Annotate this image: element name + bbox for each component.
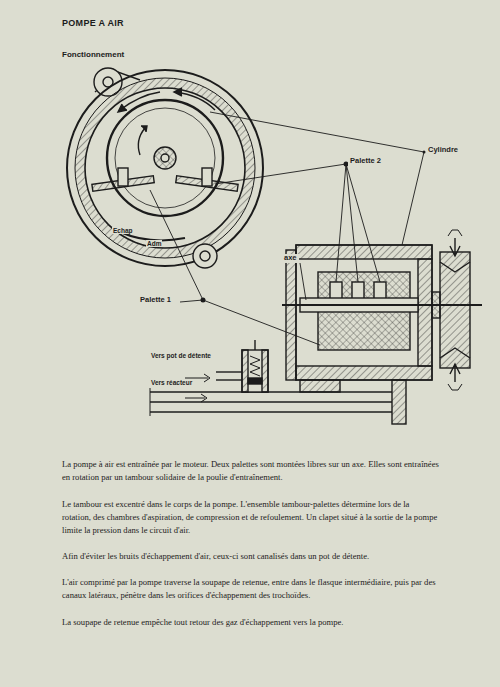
body-text: L'air comprimé par la pompe traverse la …: [62, 576, 440, 602]
part-label: axe: [282, 254, 299, 263]
port-label: Echap: [112, 227, 134, 234]
section-heading: Fonctionnement: [62, 50, 124, 59]
port-label: Adm: [146, 240, 162, 247]
body-text: Afin d'éviter les bruits d'échappement d…: [62, 550, 440, 563]
page-title: POMPE A AIR: [62, 18, 124, 28]
pipe-label: Vers réacteur: [150, 379, 194, 386]
body-text: La pompe à air est entraînée par le mote…: [62, 458, 440, 484]
body-text: La soupape de retenue empêche tout retou…: [62, 616, 440, 629]
pipe-label: Vers pot de détente: [150, 352, 216, 359]
part-label: Cylindre: [426, 146, 460, 155]
part-label: Palette 1: [138, 296, 173, 305]
body-text: Le tambour est excentré dans le corps de…: [62, 498, 440, 537]
part-label: Palette 2: [348, 157, 383, 166]
